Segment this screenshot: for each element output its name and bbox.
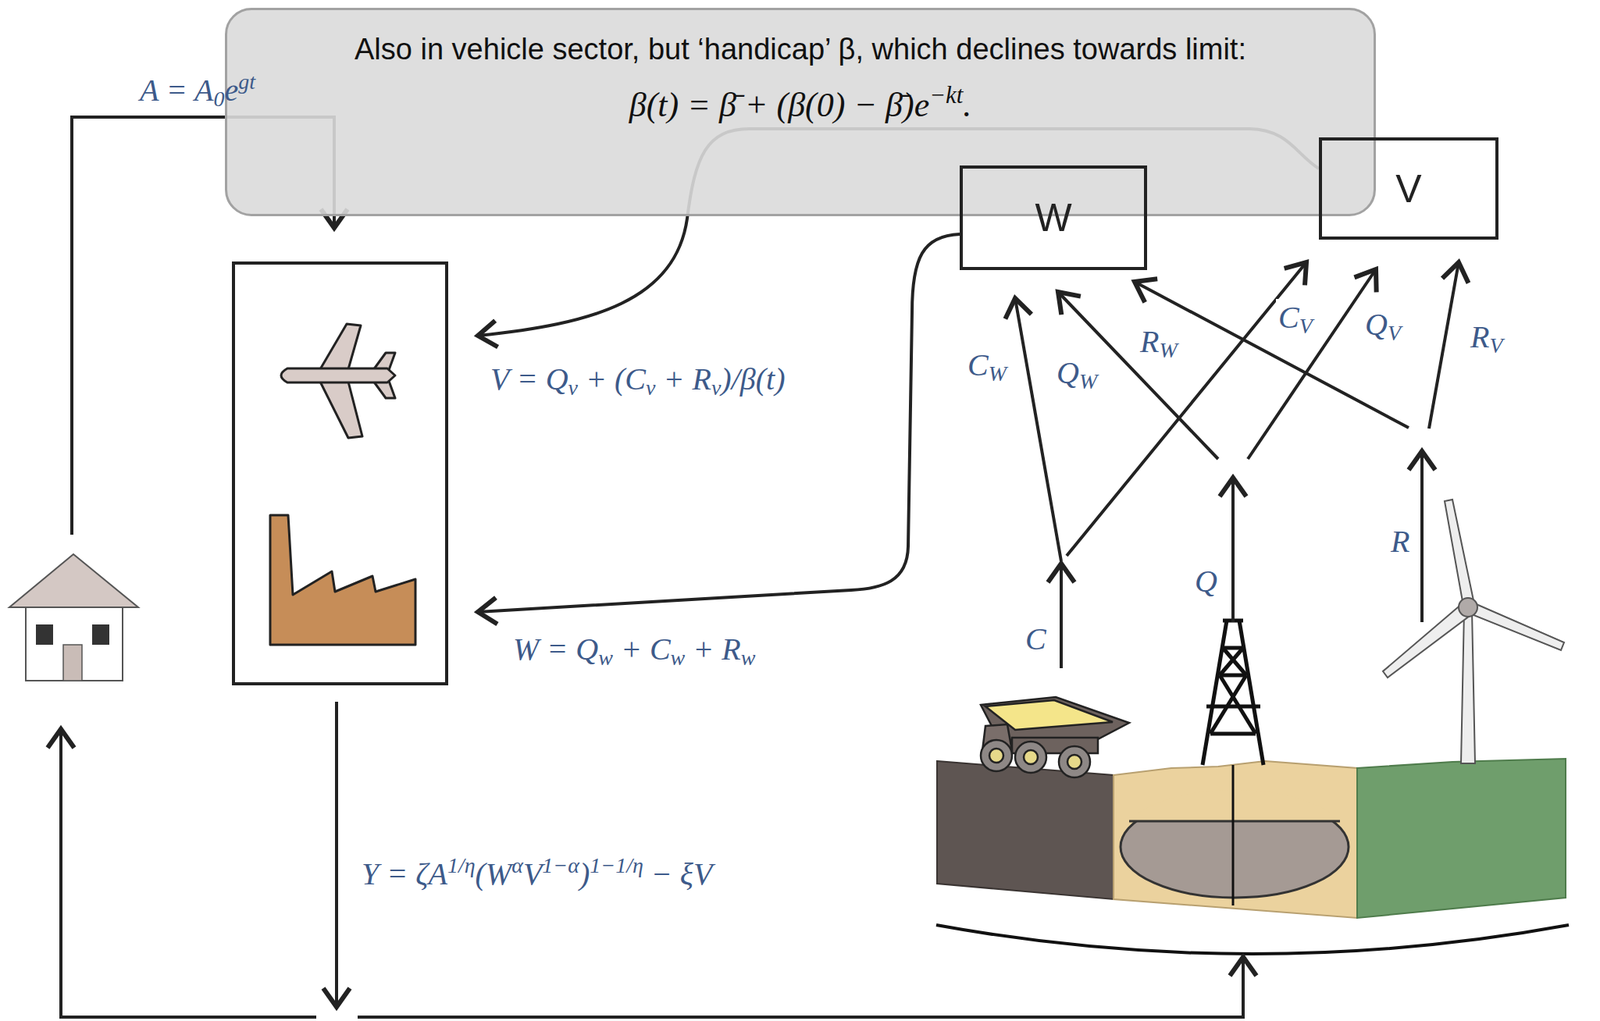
superscript: 1−α xyxy=(541,853,580,878)
equation-label: V = Qv + (Cv + Rv)/β(t) xyxy=(488,360,788,399)
subscript: V xyxy=(1387,320,1401,346)
flow-label: C xyxy=(1022,620,1049,659)
superscript: gt xyxy=(238,69,256,94)
flow-label: CV xyxy=(1275,299,1315,337)
flow-label: RW xyxy=(1137,323,1180,361)
subscript: v xyxy=(711,375,721,400)
node-text: Also in vehicle sector, but ‘handicap’ β… xyxy=(281,21,1320,78)
subscript: w xyxy=(670,645,686,670)
subscript: V xyxy=(1299,313,1313,339)
superscript: −kt xyxy=(929,81,963,109)
oil-derrick xyxy=(1202,620,1264,906)
callout-box: Also in vehicle sector, but ‘handicap’ β… xyxy=(224,7,1376,217)
variable-box: W xyxy=(959,165,1148,271)
flow-label: QW xyxy=(1054,354,1100,392)
subscript: w xyxy=(741,645,756,670)
production-frame xyxy=(233,263,447,685)
subscript: v xyxy=(568,375,578,400)
flow-label: R xyxy=(1388,523,1412,561)
ground-layers xyxy=(936,759,1569,955)
node-text: W xyxy=(1034,195,1072,241)
resource-flows xyxy=(1015,262,1459,669)
flow-label: RV xyxy=(1468,318,1506,357)
node-text: V xyxy=(1395,166,1422,212)
superscript: α xyxy=(511,853,524,878)
subscript: 0 xyxy=(213,86,225,111)
flow-label: QV xyxy=(1362,306,1404,344)
superscript: 1/η xyxy=(447,853,476,878)
equation-label: Y = ζA1/η(WαV1−α)1−1/η − ξV xyxy=(359,855,715,894)
subscript: W xyxy=(1079,369,1098,394)
flow-lines xyxy=(60,117,1319,1018)
subscript: W xyxy=(988,361,1007,386)
equation-label: W = Qw + Cw + Rw xyxy=(510,630,758,669)
subscript: W xyxy=(1158,338,1177,363)
subscript: v xyxy=(645,375,656,400)
wind-turbine xyxy=(1382,499,1565,764)
flow-label: CW xyxy=(965,346,1009,385)
equation-label: A = A0egt xyxy=(137,71,258,110)
variable-box: V xyxy=(1318,137,1499,240)
mining-truck xyxy=(980,697,1130,778)
flow-label: Q xyxy=(1192,563,1220,601)
plane-icon xyxy=(281,324,396,439)
factory-icon xyxy=(270,515,416,645)
subscript: V xyxy=(1489,333,1503,358)
superscript: 1−1/η xyxy=(589,853,644,878)
node-formula: β(t) = β̄ + (β(0) − β̄)e−kt. xyxy=(242,77,1358,134)
household-icon xyxy=(9,554,139,681)
subscript: w xyxy=(598,645,613,670)
